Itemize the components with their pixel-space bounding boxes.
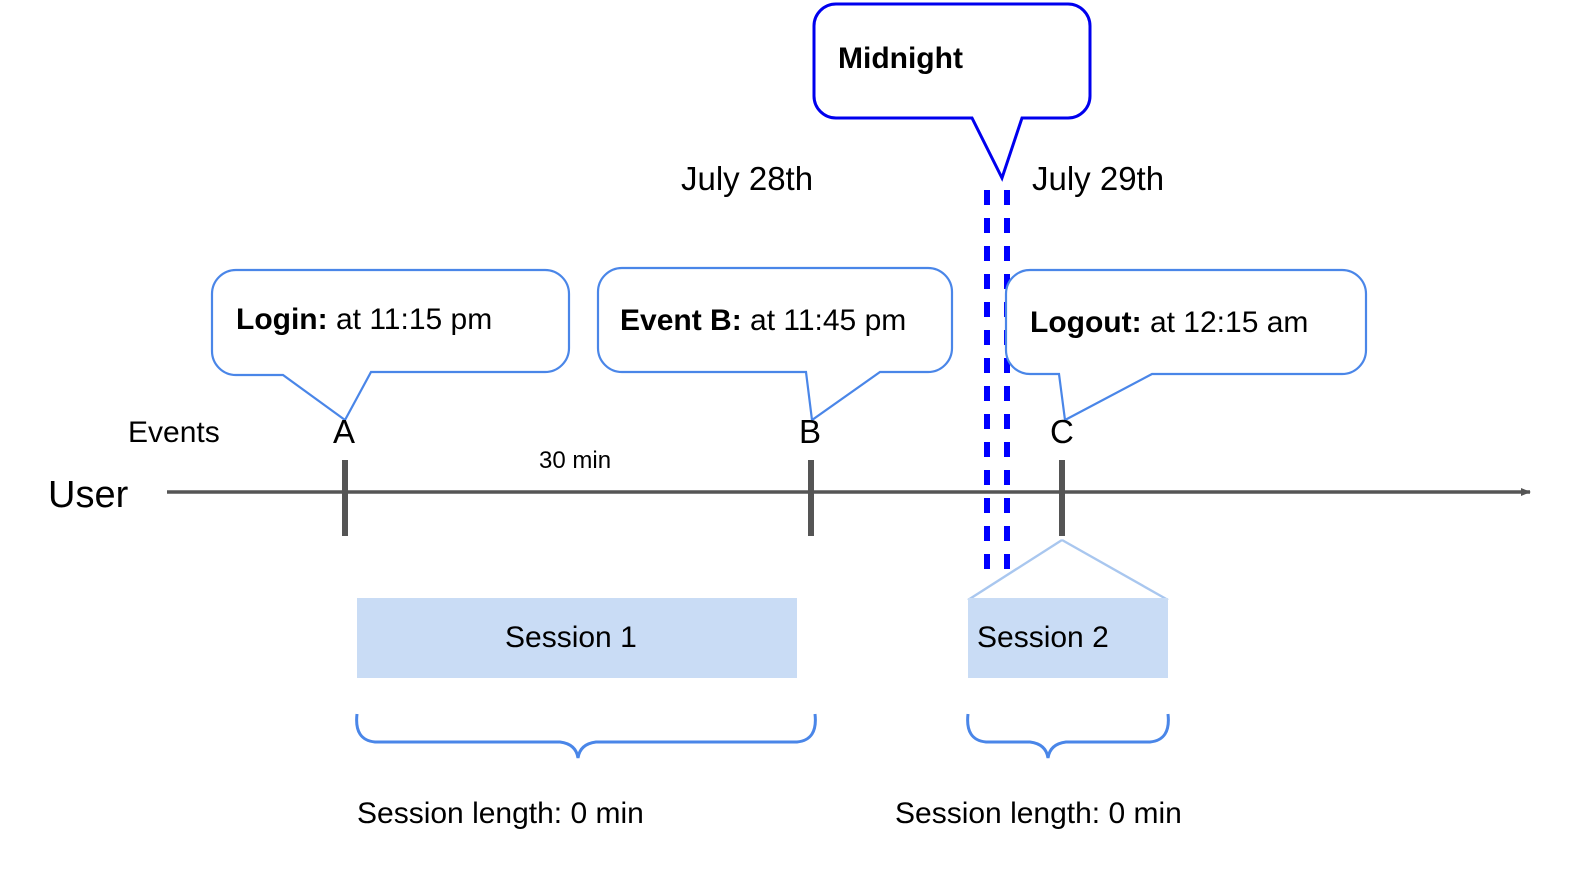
session-1-bar xyxy=(357,598,797,678)
date-label-left: July 28th xyxy=(681,160,814,197)
event-c-callout-text: Logout: at 12:15 am xyxy=(1030,308,1308,338)
event-b-callout-text: Event B: at 11:45 pm xyxy=(620,306,906,336)
events-row-label: Events xyxy=(128,416,220,449)
event-a-callout-label: Login: xyxy=(236,303,328,336)
event-letter-a: A xyxy=(333,413,356,450)
timeline-axis xyxy=(167,460,1531,536)
event-b-callout-label: Event B: xyxy=(620,304,742,337)
date-label-right: July 29th xyxy=(1032,160,1165,197)
midnight-divider-lines xyxy=(984,190,1010,580)
session-1-length-label: Session length: 0 min xyxy=(357,797,644,830)
event-letter-b: B xyxy=(799,413,822,450)
event-c-callout-value: at 12:15 am xyxy=(1149,306,1309,339)
user-axis-title: User xyxy=(48,474,129,516)
session-2-label: Session 2 xyxy=(977,621,1109,654)
event-c-callout-label: Logout: xyxy=(1030,306,1142,339)
session-1-brace xyxy=(355,713,817,759)
event-a-callout-text: Login: at 11:15 pm xyxy=(236,305,492,335)
event-letter-c: C xyxy=(1050,413,1074,450)
event-b-callout-shape xyxy=(596,266,954,422)
midnight-callout-label: Midnight xyxy=(838,42,963,75)
event-b-callout-value: at 11:45 pm xyxy=(750,304,907,337)
interval-duration-label: 30 min xyxy=(539,447,612,474)
session-2-length-label: Session length: 0 min xyxy=(895,797,1182,830)
session-2-bar xyxy=(968,598,1168,678)
event-a-callout-value: at 11:15 pm xyxy=(335,303,493,336)
midnight-callout-shape xyxy=(812,2,1092,182)
session-1-label: Session 1 xyxy=(505,621,637,654)
session-2-brace xyxy=(966,713,1170,759)
session-2-connector-lines xyxy=(967,538,1169,602)
event-a-callout-shape xyxy=(210,268,571,422)
event-c-callout-shape xyxy=(1004,268,1368,422)
